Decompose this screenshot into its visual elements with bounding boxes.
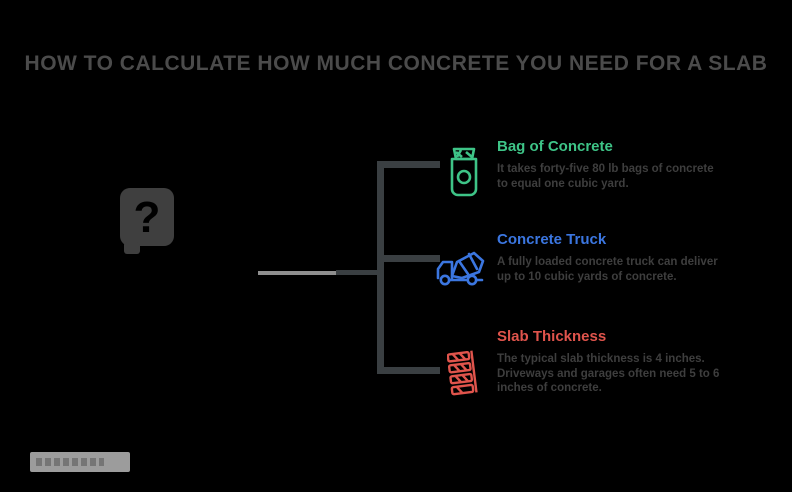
branch-description: It takes forty-five 80 lb bags of concre… [497, 163, 714, 190]
concrete-bag-icon [446, 146, 482, 198]
concrete-truck-icon [435, 247, 487, 287]
question-mark-icon: ? [114, 186, 182, 256]
bracket-bottom-stub [377, 367, 440, 374]
bracket-top-stub [377, 161, 440, 168]
bracket-vertical-line [377, 161, 384, 374]
branch-label: Bag of Concrete [497, 138, 613, 155]
root-connector-line-dark [336, 270, 382, 275]
branch-description: A fully loaded concrete truck can delive… [497, 256, 718, 283]
svg-text:?: ? [134, 193, 161, 242]
bracket-middle-stub [377, 255, 440, 262]
page-title: HOW TO CALCULATE HOW MUCH CONCRETE YOU N… [24, 52, 768, 75]
root-connector-line [258, 271, 338, 275]
branch-label: Concrete Truck [497, 231, 607, 248]
watermark-logo [30, 452, 130, 472]
branch-description: The typical slab thickness is 4 inches. … [497, 353, 720, 395]
slab-thickness-icon [447, 350, 478, 397]
branch-label: Slab Thickness [497, 328, 607, 345]
